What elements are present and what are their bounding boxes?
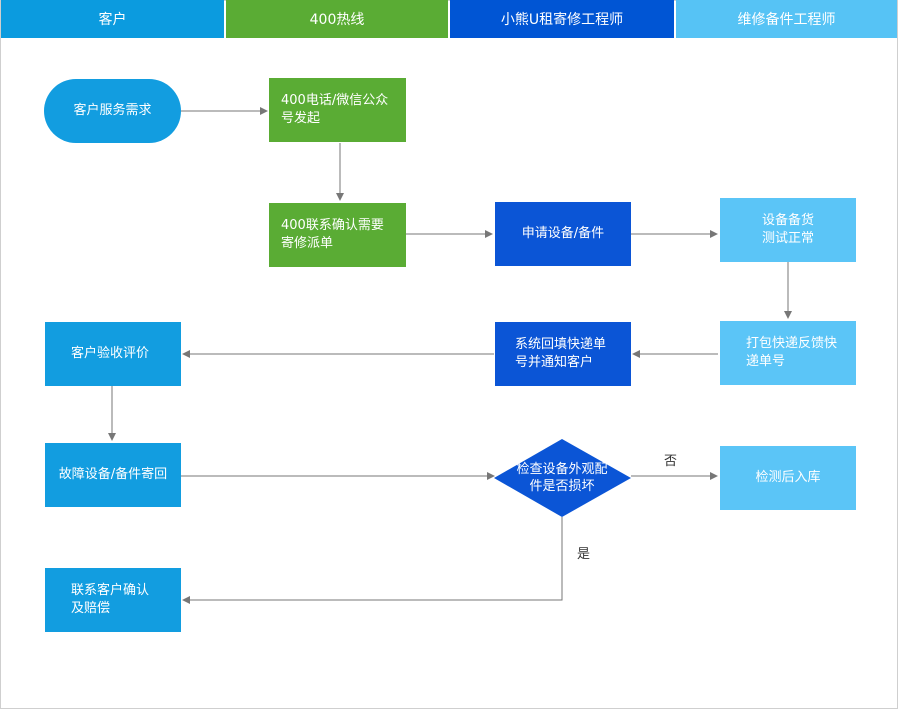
lane-header-parts-engineer: 维修备件工程师 <box>676 0 897 38</box>
node-hotline-initiate: 400电话/微信公众号发起 <box>269 78 406 142</box>
node-stock-test: 设备备货测试正常 <box>720 198 856 262</box>
node-contact-comp: 联系客户确认及赔偿 <box>45 568 181 632</box>
node-fill-tracking-label: 系统回填快递单号并通知客户 <box>515 337 607 370</box>
node-hotline-confirm: 400联系确认需要寄修派单 <box>269 203 406 267</box>
node-fill-tracking: 系统回填快递单号并通知客户 <box>495 322 631 386</box>
node-customer-review: 客户验收评价 <box>45 322 181 386</box>
node-apply-parts-label: 申请设备/备件 <box>521 226 605 241</box>
node-inspect-label: 检查设备外观配件是否损坏 <box>516 462 608 494</box>
decision-diamond <box>494 439 631 517</box>
edge-label-yes: 是 <box>577 547 591 562</box>
node-inspect: 检查设备外观配件是否损坏 <box>514 458 610 498</box>
node-customer-request-label: 客户服务需求 <box>73 103 152 118</box>
node-pack-ship: 打包快递反馈快递单号 <box>720 321 856 385</box>
node-return-faulty: 故障设备/备件寄回 <box>45 443 181 507</box>
node-return-faulty-label: 故障设备/备件寄回 <box>58 467 168 482</box>
node-pack-ship-label: 打包快递反馈快递单号 <box>746 336 838 369</box>
node-inbound-label: 检测后入库 <box>755 470 821 485</box>
lane-header-repair-engineer: 小熊U租寄修工程师 <box>450 0 674 38</box>
node-hotline-confirm-label: 400联系确认需要寄修派单 <box>281 218 384 251</box>
node-apply-parts: 申请设备/备件 <box>495 202 631 266</box>
lane-header-customer: 客户 <box>1 0 224 38</box>
node-customer-request: 客户服务需求 <box>44 79 181 143</box>
edge-label-no: 否 <box>664 454 678 469</box>
node-contact-comp-label: 联系客户确认及赔偿 <box>71 583 150 616</box>
node-inbound: 检测后入库 <box>720 446 856 510</box>
edge-inspect-to-contact <box>182 517 563 604</box>
node-hotline-initiate-label: 400电话/微信公众号发起 <box>281 93 389 126</box>
node-stock-test-label: 设备备货测试正常 <box>761 213 814 246</box>
node-customer-review-label: 客户验收评价 <box>71 346 150 361</box>
lane-header-hotline: 400热线 <box>226 0 448 38</box>
